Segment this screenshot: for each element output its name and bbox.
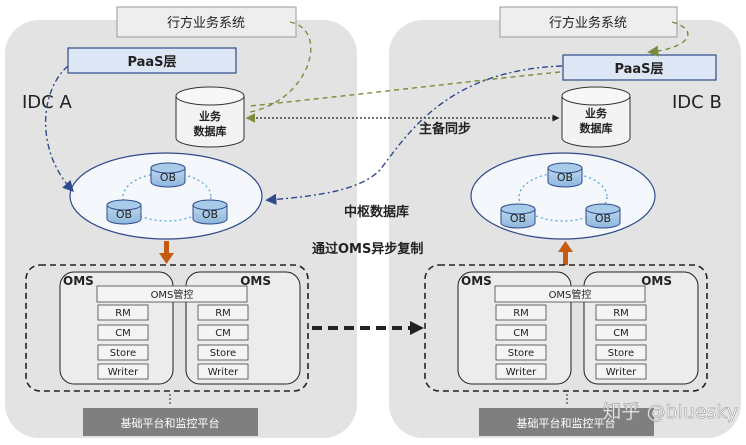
component-a-right-store: Store <box>210 348 236 359</box>
component-b-left-writer: Writer <box>506 367 537 378</box>
oms-container-b <box>424 264 708 392</box>
platform-box-a <box>83 408 258 436</box>
oms-replication-arrowhead <box>410 321 424 335</box>
green-link-a-system-to-db <box>249 21 312 113</box>
component-b-right-cm: CM <box>613 328 629 339</box>
blue-link-b-paas-to-a-central <box>265 65 563 205</box>
business-db-b: 业务 数据库 <box>561 86 631 148</box>
oms-control-label-b: OMS管控 <box>549 288 592 301</box>
business-db-a-line1: 业务 <box>199 109 222 123</box>
ob-label-b-top: OB <box>557 171 573 184</box>
component-b-left-cm: CM <box>513 328 529 339</box>
oms-control-box-b <box>494 285 646 303</box>
oms-label-a-left: OMS <box>63 274 94 288</box>
watermark-text: 知乎 @bluesky <box>602 401 738 423</box>
component-stack-a-left: RM CM Store Writer <box>97 304 149 380</box>
component-b-right-writer: Writer <box>606 367 637 378</box>
async-replication-label: 通过OMS异步复制 <box>312 241 423 257</box>
component-a-right-writer: Writer <box>208 367 239 378</box>
business-db-a: 业务 数据库 <box>175 86 245 148</box>
platform-label-b: 基础平台和监控平台 <box>517 416 616 430</box>
orange-arrow-up-b <box>558 241 573 265</box>
central-db-label: 中枢数据库 <box>344 204 409 220</box>
oms-container-a <box>25 264 309 392</box>
component-a-right-rm: RM <box>215 308 231 319</box>
idc-b-label: IDC B <box>672 92 722 113</box>
paas-label-b: PaaS层 <box>614 62 663 77</box>
oms-control-label-a: OMS管控 <box>151 288 194 301</box>
component-a-left-store: Store <box>110 348 136 359</box>
ob-label-a-right: OB <box>202 208 218 221</box>
ob-node-a-left: OB <box>106 199 142 225</box>
platform-label-a: 基础平台和监控平台 <box>121 416 220 430</box>
ob-node-a-top: OB <box>150 162 186 188</box>
component-b-left-store: Store <box>508 348 534 359</box>
ob-ring-a <box>122 172 212 222</box>
ob-node-b-left: OB <box>500 203 536 229</box>
platform-box-b <box>479 408 654 436</box>
oms-control-box-a <box>96 285 248 303</box>
component-b-right-rm: RM <box>613 308 629 319</box>
component-a-right-cm: CM <box>215 328 231 339</box>
idc-a-panel: 行方业务系统 PaaS层 IDC A 业务 数据库 OB OB OB <box>5 6 357 438</box>
paas-box-a <box>67 47 237 74</box>
paas-box-b <box>562 54 717 81</box>
business-db-b-line2: 数据库 <box>580 121 613 135</box>
ob-label-a-top: OB <box>160 171 176 184</box>
ob-node-b-right: OB <box>585 203 621 229</box>
idc-b-panel: 行方业务系统 PaaS层 IDC B 业务 数据库 OB OB OB <box>389 6 741 438</box>
ob-node-a-right: OB <box>192 199 228 225</box>
green-link-b-system-to-paas <box>647 21 689 57</box>
component-stack-b-right: RM CM Store Writer <box>595 304 647 380</box>
component-stack-b-left: RM CM Store Writer <box>495 304 547 380</box>
business-db-a-line2: 数据库 <box>194 124 227 138</box>
component-b-left-rm: RM <box>513 308 529 319</box>
oms-label-b-right: OMS <box>641 274 672 288</box>
component-stack-a-right: RM CM Store Writer <box>197 304 249 380</box>
business-system-box-a <box>116 6 297 38</box>
component-a-left-cm: CM <box>115 328 131 339</box>
ob-ring-b <box>518 172 608 222</box>
ob-label-a-left: OB <box>116 208 132 221</box>
business-db-b-line1: 业务 <box>585 106 608 120</box>
oms-label-b-left: OMS <box>461 274 492 288</box>
oms-label-a-right: OMS <box>240 274 271 288</box>
business-system-label-a: 行方业务系统 <box>167 15 245 31</box>
ob-label-b-left: OB <box>510 212 526 225</box>
business-system-label-b: 行方业务系统 <box>549 15 627 31</box>
component-a-left-writer: Writer <box>108 367 139 378</box>
component-a-left-rm: RM <box>115 308 131 319</box>
component-b-right-store: Store <box>608 348 634 359</box>
paas-label-a: PaaS层 <box>127 55 176 70</box>
business-system-box-b <box>499 6 678 38</box>
orange-arrow-down-a <box>159 241 174 264</box>
ob-label-b-right: OB <box>595 212 611 225</box>
primary-standby-sync-label: 主备同步 <box>419 121 471 137</box>
ob-node-b-top: OB <box>547 162 583 188</box>
green-link-b-paas-to-a-db <box>249 71 561 107</box>
